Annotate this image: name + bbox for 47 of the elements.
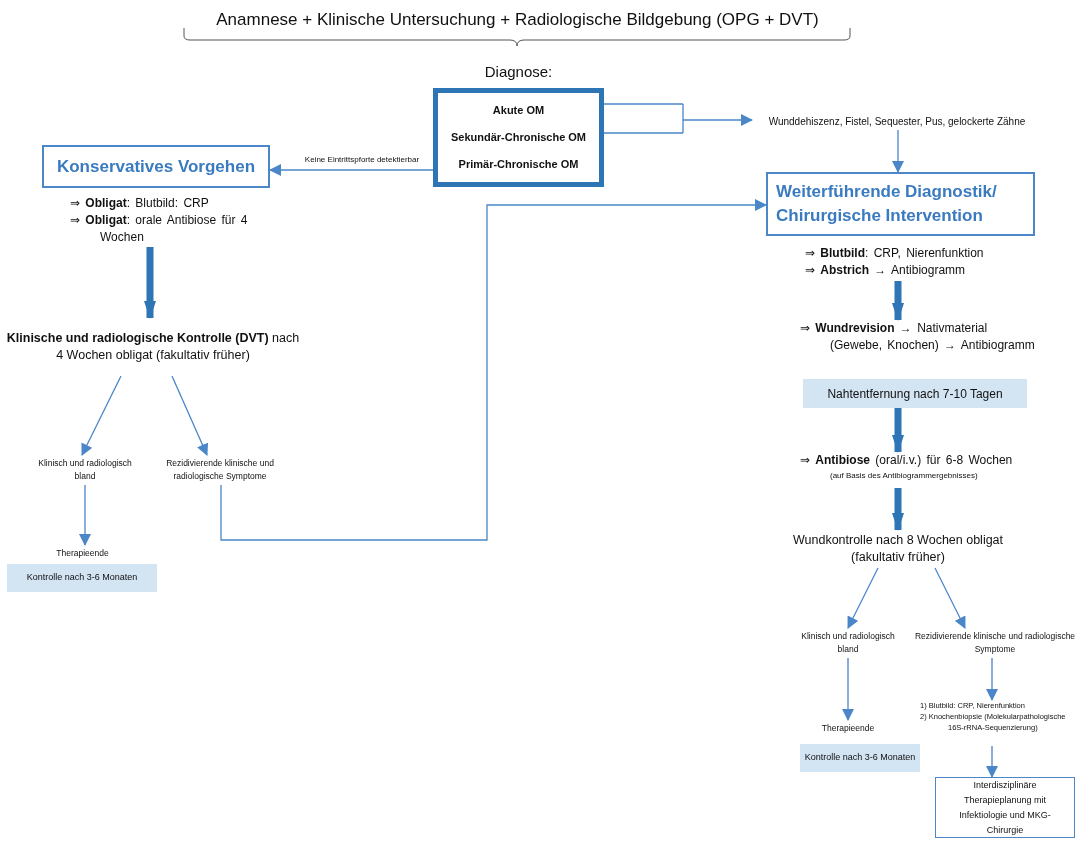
arrow <box>986 745 998 778</box>
outcome-text: Therapieende <box>821 721 875 735</box>
diagnosis-item: Sekundär-Chronische OM <box>450 130 587 146</box>
note-text: (auf Basis des Antibiogrammergebnisses) <box>829 470 979 482</box>
note-text: Kontrolle nach 3-6 Monaten <box>804 751 916 765</box>
diagnosis-item: Primär-Chronische OM <box>458 157 579 173</box>
process-box <box>42 145 270 188</box>
arrow <box>892 408 904 453</box>
outcome-text: Klinisch und radiologisch bland <box>800 630 896 656</box>
box-title: Konservatives Vorgehen <box>56 155 256 178</box>
box-title: Weiterführende Diagnostik/ Chirurgische Intervention <box>776 181 998 227</box>
edge-label: Keine Eintrittspforte detektierbar <box>302 154 422 166</box>
list-item: ⇒ Antibiose (oral/i.v.) für 6-8 Wochen <box>800 452 1014 469</box>
list-item: ⇒ Blutbild: CRP, Nierenfunktion <box>805 245 985 262</box>
outcome-text: Rezidivierende klinische und radiologische Symptome <box>913 630 1077 656</box>
diagnosis-item: Akute OM <box>492 103 545 119</box>
list-item: ⇒ Obligat: Blutbild: CRP <box>70 195 210 212</box>
step-text: Klinische und radiologische Kontrolle (DVT) nach 4 Wochen obligat (fakultativ früher) <box>5 330 301 364</box>
arrow <box>79 484 91 546</box>
note-box <box>803 379 1027 408</box>
step-text: Wundkontrolle nach 8 Wochen obligat (fakultativ früher) <box>791 532 1005 566</box>
list-item: ⇒ Wundrevision → Nativmaterial (Gewebe, Knochen) → Antibiogramm <box>800 320 1036 354</box>
arrow <box>81 375 122 456</box>
arrow <box>269 164 434 176</box>
arrow <box>220 199 767 541</box>
arrow <box>847 567 879 629</box>
outcome-text: Klinisch und radiologisch bland <box>37 457 133 483</box>
arrow <box>603 103 753 134</box>
box-heading: Diagnose: <box>484 62 553 82</box>
note-text: Kontrolle nach 3-6 Monaten <box>26 571 138 585</box>
outcome-text: Therapieende <box>56 546 109 560</box>
arrow <box>986 657 998 701</box>
arrow <box>892 129 904 173</box>
list-item: ⇒ Abstrich → Antibiogramm <box>805 262 967 279</box>
list-item: ⇒ Obligat: orale Antibiose für 4 Wochen <box>70 212 249 246</box>
process-box <box>935 777 1075 838</box>
box-text: Interdisziplinäre Therapieplanung mit Infektiologie und MKG-Chirurgie <box>958 778 1052 837</box>
arrow <box>171 375 209 456</box>
arrow <box>842 657 854 721</box>
diagram-title: Anamnese + Klinische Untersuchung + Radiologische Bildgebung (OPG + DVT) <box>215 9 820 31</box>
process-box <box>766 172 1035 236</box>
note-text: Nahtentfernung nach 7-10 Tagen <box>827 385 1003 403</box>
note-box <box>7 564 157 592</box>
outcome-text: Rezidivierende klinische und radiologische Symptome <box>165 457 275 483</box>
arrow <box>934 567 966 629</box>
note-box <box>800 744 920 772</box>
outcome-text: Wunddehiszenz, Fistel, Sequester, Pus, gelockerte Zähne <box>768 114 1026 129</box>
